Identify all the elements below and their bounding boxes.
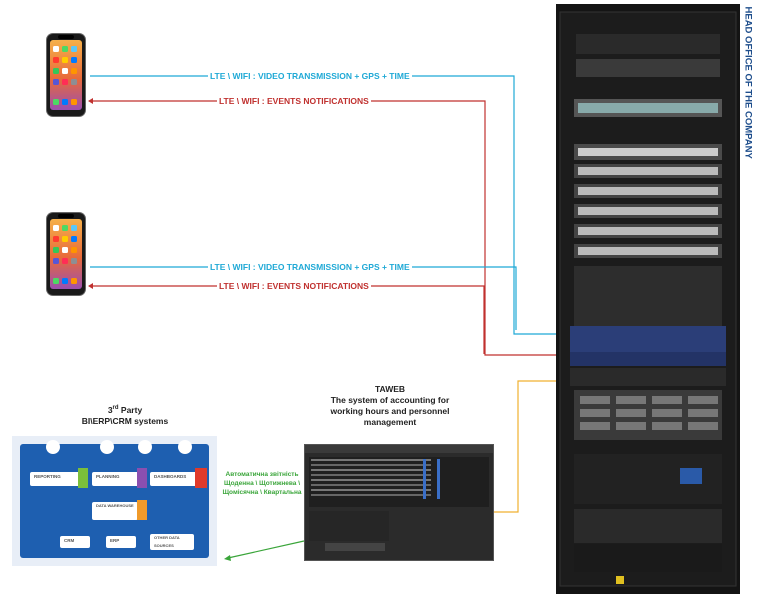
planning-card: PLANNING <box>92 472 140 486</box>
sync-label-line1: Автоматична звітність <box>225 471 299 478</box>
taweb-name: TAWEB <box>374 384 406 394</box>
reporting-card: REPORTING <box>30 472 82 486</box>
third-party-systems: BI\ERP\CRM systems <box>81 415 169 426</box>
org-chart-icon <box>178 440 192 454</box>
dashboards-card: DASHBOARDS <box>150 472 200 486</box>
taweb-title: TAWEB The system of accounting for worki… <box>320 384 460 428</box>
events-link-2-line <box>90 285 485 354</box>
bar-chart-icon <box>195 468 207 488</box>
events-link-2-arrow <box>88 283 93 289</box>
server-rack-icon <box>556 4 740 594</box>
taweb-screenshot <box>304 444 494 561</box>
sync-link-line <box>227 540 305 559</box>
monitor-icon <box>46 440 60 454</box>
taweb-description: The system of accounting for working hou… <box>330 395 450 427</box>
third-party-word: Party <box>118 404 143 415</box>
data-warehouse-icon <box>137 500 147 520</box>
smartphone-icon <box>47 34 85 116</box>
video-link-2-line <box>90 266 517 330</box>
data-warehouse-card: DATA WAREHOUSE <box>92 502 138 520</box>
events-link-1-label: LTE \ WIFI : EVENTS NOTIFICATIONS <box>217 96 371 106</box>
taweb-screen-graphic <box>305 445 493 551</box>
third-party-number: 3 <box>107 404 113 415</box>
planning-icon <box>137 468 147 488</box>
smartphone-icon <box>47 213 85 295</box>
reporting-icon <box>78 468 88 488</box>
video-link-2-label: LTE \ WIFI : VIDEO TRANSMISSION + GPS + … <box>208 262 412 272</box>
video-link-1-line <box>90 75 568 335</box>
third-party-suffix: rd <box>112 405 119 411</box>
events-link-2-label: LTE \ WIFI : EVENTS NOTIFICATIONS <box>217 281 371 291</box>
events-link-1-arrow <box>88 98 93 104</box>
head-office-label: HEAD OFFICE OF THE COMPANY <box>742 6 754 159</box>
sync-link-arrow <box>224 555 231 561</box>
sync-label-line2: Щоденна \ Щотижнева \ <box>223 480 301 487</box>
erp-card: ERP <box>106 536 136 548</box>
sync-label: Автоматична звітність Щоденна \ Щотижнев… <box>222 470 302 497</box>
third-party-title: 3rd Party BI\ERP\CRM systems <box>70 403 180 427</box>
sync-label-line3: Щомісячна \ Квартальна <box>222 489 302 496</box>
video-link-1-label: LTE \ WIFI : VIDEO TRANSMISSION + GPS + … <box>208 71 412 81</box>
bi-erp-crm-diagram: REPORTING PLANNING DASHBOARDS DATA WAREH… <box>12 436 217 566</box>
mail-icon <box>138 440 152 454</box>
other-sources-card: OTHER DATA SOURCES <box>150 534 194 550</box>
taweb-link-line <box>494 380 572 513</box>
crm-card: CRM <box>60 536 90 548</box>
events-link-1-line <box>90 100 568 356</box>
server-rack-graphic <box>556 4 740 594</box>
head-office-title: HEAD OFFICE OF THE COMPANY <box>735 6 755 166</box>
database-icon <box>100 440 114 454</box>
